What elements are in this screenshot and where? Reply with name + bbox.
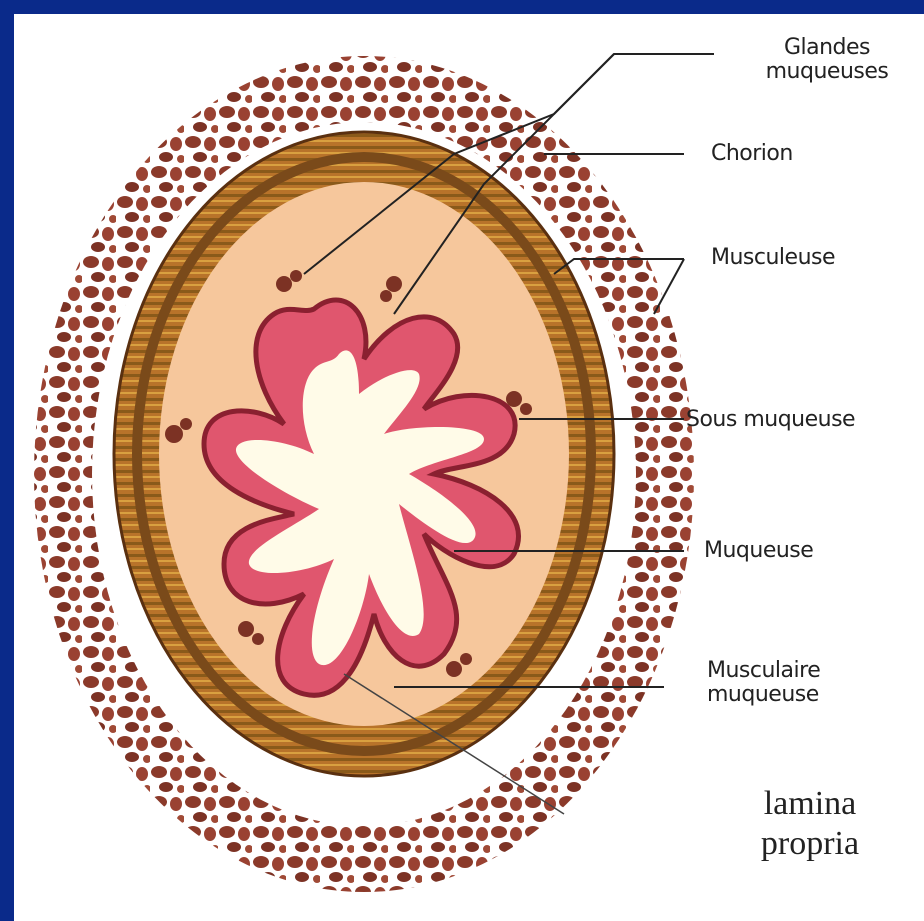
label-glandes: Glandes muqueuses	[742, 36, 912, 84]
diagram-canvas: Glandes muqueuses Chorion Musculeuse Sou…	[14, 14, 924, 921]
label-sous-muqueuse: Sous muqueuse	[686, 408, 855, 432]
label-musculaire-muqueuse: Musculaire muqueuse	[707, 659, 820, 707]
label-chorion: Chorion	[711, 142, 793, 166]
label-muqueuse: Muqueuse	[704, 539, 813, 563]
label-lamina-propria: lamina propria	[730, 784, 890, 864]
label-musculeuse: Musculeuse	[711, 246, 835, 270]
